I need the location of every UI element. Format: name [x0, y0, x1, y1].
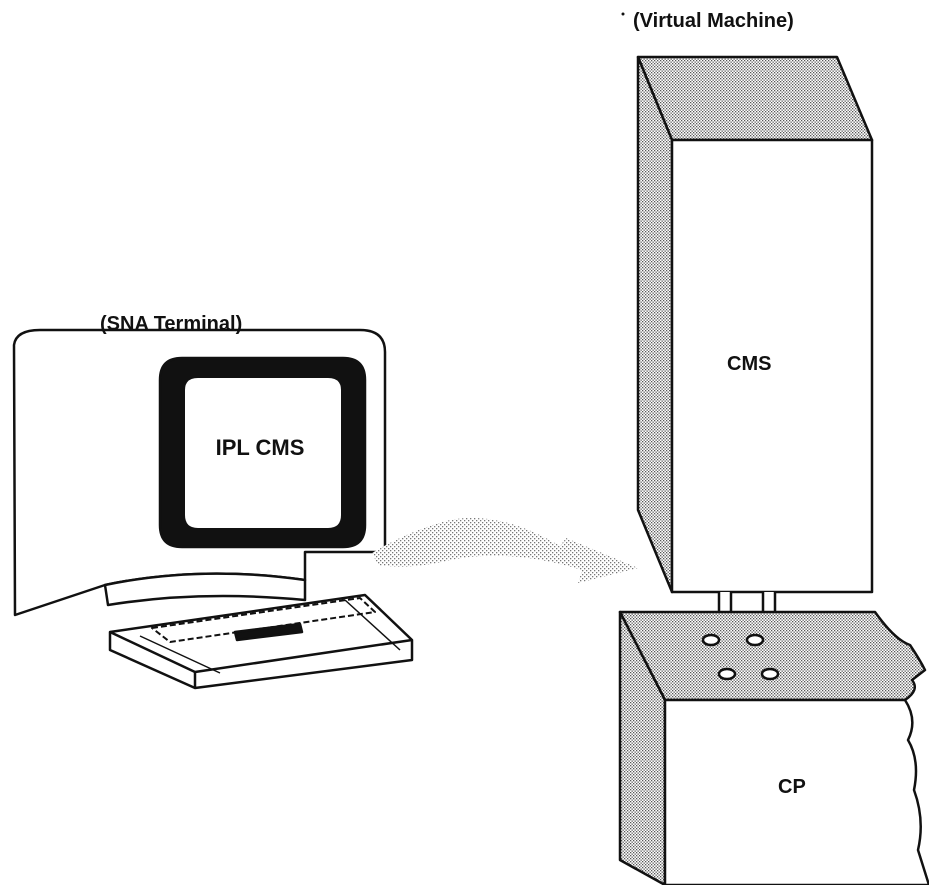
socket-hole [701, 633, 721, 647]
screen-command-text: IPL CMS [215, 435, 305, 460]
sna-terminal-label: (SNA Terminal) [100, 313, 243, 335]
cms-block [636, 55, 874, 628]
print-speck [621, 12, 625, 16]
screen [185, 378, 341, 528]
cms-label: CMS [727, 353, 772, 375]
cms-block-side [636, 55, 674, 594]
cp-block [618, 610, 929, 887]
cms-block-front [670, 138, 874, 594]
cms-block-top [636, 55, 874, 142]
keyboard [108, 593, 414, 690]
cp-label: CP [778, 776, 806, 798]
virtual-machine-label: (Virtual Machine) [633, 10, 794, 32]
socket-hole [745, 633, 765, 647]
socket-hole [717, 667, 737, 681]
socket-hole [760, 667, 780, 681]
monitor-stand [103, 572, 307, 607]
sna-terminal [12, 328, 414, 690]
keyboard-spacebar [233, 622, 304, 642]
flow-arrow [372, 517, 638, 583]
cp-block-top [618, 610, 927, 702]
cp-block-front [663, 698, 929, 887]
